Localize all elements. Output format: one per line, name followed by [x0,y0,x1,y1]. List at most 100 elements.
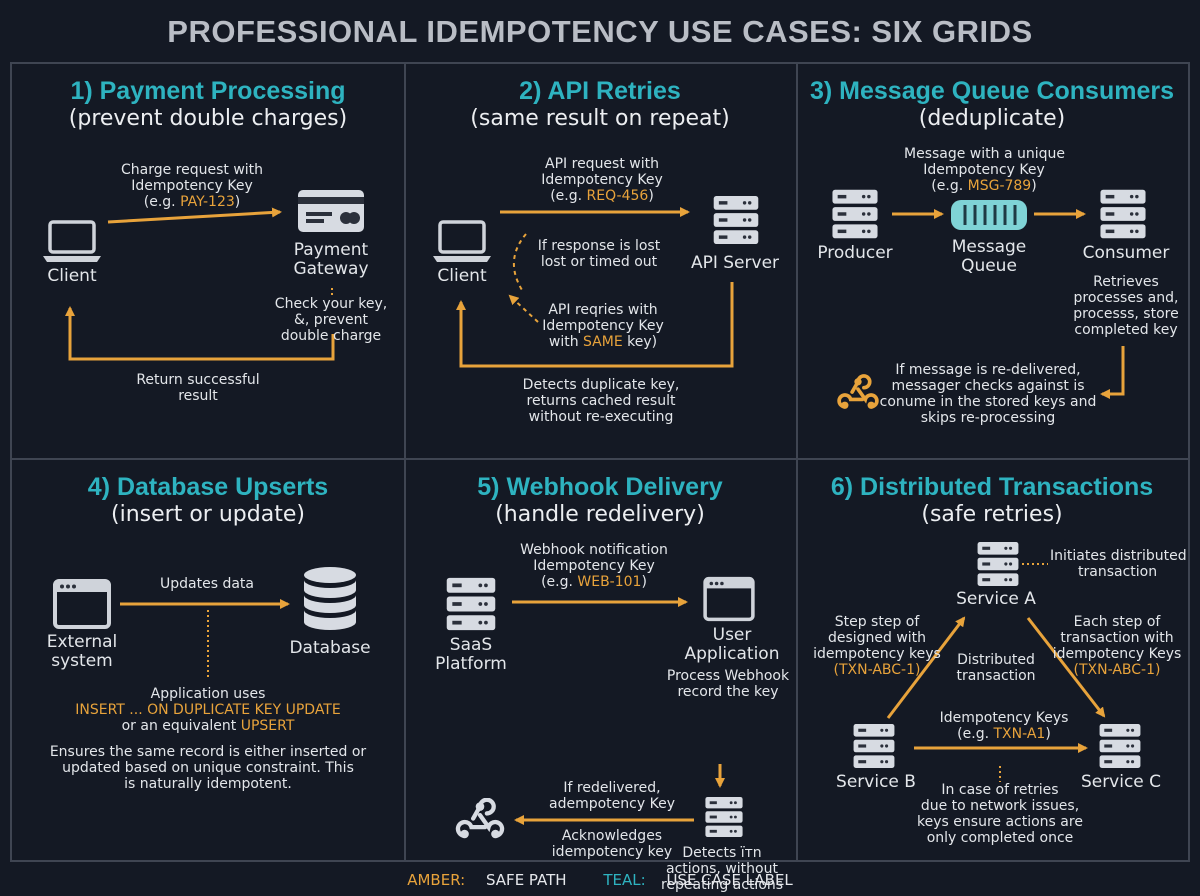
database-label: Database [289,638,371,658]
application-uses-label: Application uses INSERT ... ON DUPLICATE… [75,686,341,734]
return-result-label: Return successful result [136,372,260,404]
panel-title: 3) Message Queue Consumers [809,77,1174,105]
initiates-label: Initiates distributed transaction [1050,548,1187,580]
panel-subtitle: (insert or update) [111,502,305,527]
webhook-icon [454,798,506,846]
panel-subtitle: (handle redelivery) [495,502,705,527]
acknowledge-label: Acknowledges idempotency key [551,828,673,860]
use-case-grid: 1) Payment Processing (prevent double ch… [10,62,1190,893]
queue-icon [949,198,1029,232]
return-result-arrow [65,306,335,361]
client-label: Client [47,266,97,286]
window-icon [702,576,756,622]
api-server-label: API Server [690,253,780,273]
grid-divider [796,64,798,860]
grid-divider [404,64,406,860]
server-icon [704,794,744,840]
server-icon [976,540,1020,588]
redelivered-label: If redelivered, adempotency Key [549,780,675,812]
service-b-label: Service B [836,772,916,792]
panel-arrows [456,207,734,368]
panel-subtitle: (same result on repeat) [470,106,730,131]
ensures-label: Ensures the same record is either insert… [49,744,367,792]
external-system-label: External system [46,632,118,671]
retry-arrow [508,294,539,323]
legend-teal: TEAL: USE CASE LABEL [603,871,793,889]
key-value: PAY-123 [180,194,235,210]
step-left-label: Step step of designed with idempotency k… [813,614,941,678]
retries-label: In case of retries due to network issues… [917,782,1083,846]
detects-duplicate-label: Detects duplicate key, returns cached re… [522,377,680,425]
panel-arrows [892,209,1125,399]
distributed-label: Distributed transaction [956,652,1036,684]
database-icon [300,566,360,632]
server-icon [712,194,760,246]
card-icon [296,188,366,234]
legend: AMBER: SAFE PATH TEAL: USE CASE LABEL [0,871,1200,889]
a-to-c-arrow [1026,617,1106,718]
panel-title: 6) Distributed Transactions [830,473,1154,501]
panel-webhook-delivery: 5) Webhook Delivery (handle redelivery) … [404,460,796,893]
panel-title: 1) Payment Processing [70,77,346,105]
check-key-label: Check your key, &, prevent double charge [274,296,388,344]
redeliver-arrow [1100,346,1125,399]
cached-result-arrow [456,282,734,368]
service-c-label: Service C [1080,772,1162,792]
retry-label: API reqries with Idempotency Key with SA… [542,302,664,350]
server-icon [830,188,880,240]
key-value: TXN-A1 [993,726,1046,742]
panel-subtitle: (prevent double charges) [68,106,348,131]
grid-divider [12,458,1188,460]
laptop-icon [40,218,104,266]
panel-api-retries: 2) API Retries (same result on repeat) C… [404,64,796,458]
updates-label: Updates data [160,576,254,592]
panel-message-queue: 3) Message Queue Consumers (deduplicate)… [796,64,1188,458]
queue-label: Message Queue [951,237,1027,276]
saas-platform-label: SaaS Platform [435,635,507,674]
page-title: PROFESSIONAL IDEMPOTENCY USE CASES: SIX … [167,14,1033,49]
process-webhook-label: Process Webhook record the key [666,668,790,700]
retrieves-label: Retrieves processes and, processs, store… [1073,274,1179,338]
legend-amber: AMBER: SAFE PATH [407,871,567,889]
step-right-label: Each step of transaction with idempotenc… [1052,614,1182,678]
message-label: Message with a unique Idempotency Key (e… [904,146,1065,194]
server-icon [444,576,498,632]
charge-request-arrow [107,207,282,224]
lost-response-curve [512,233,527,291]
key-value: REQ-456 [586,188,649,204]
panel-arrows [512,597,725,825]
b-to-a-arrow [886,616,966,719]
service-a-label: Service A [956,589,1036,609]
panel-arrows [65,207,335,361]
key-value: MSG-789 [967,178,1032,194]
producer-label: Producer [817,243,893,263]
lost-response-label: If response is lost lost or timed out [537,238,661,270]
panel-database-upserts: 4) Database Upserts (insert or update) E… [12,460,404,854]
notification-label: Webhook notification Idempotency Key (e.… [520,542,668,590]
charge-request-label: Charge request with Idempotency Key (e.g… [120,162,264,210]
panel-title: 4) Database Upserts [87,473,329,501]
webhook-icon [836,374,880,416]
server-icon [1098,188,1148,240]
server-icon [1098,722,1142,770]
panel-payment-processing: 1) Payment Processing (prevent double ch… [12,64,404,458]
panel-title: 5) Webhook Delivery [477,473,723,501]
panel-title: 2) API Retries [519,77,681,105]
panel-subtitle: (safe retries) [921,502,1063,527]
panel-arrows [120,599,290,678]
client-label: Client [437,266,487,286]
user-application-label: User Application [684,625,780,664]
panel-arrows [886,563,1106,782]
idempotency-keys-label: Idempotency Keys (e.g. TXN-A1) [939,710,1069,742]
panel-subtitle: (deduplicate) [918,106,1066,131]
gateway-label: Payment Gateway [293,240,369,279]
api-request-label: API request with Idempotency Key (e.g. R… [541,156,663,204]
window-icon [52,578,112,630]
panel-distributed-transactions: 6) Distributed Transactions (safe retrie… [796,460,1188,854]
key-value: WEB-101 [577,574,642,590]
redeliver-label: If message is re-delivered, messager che… [879,362,1097,426]
consumer-label: Consumer [1082,243,1170,263]
laptop-icon [430,218,494,266]
server-icon [852,722,896,770]
